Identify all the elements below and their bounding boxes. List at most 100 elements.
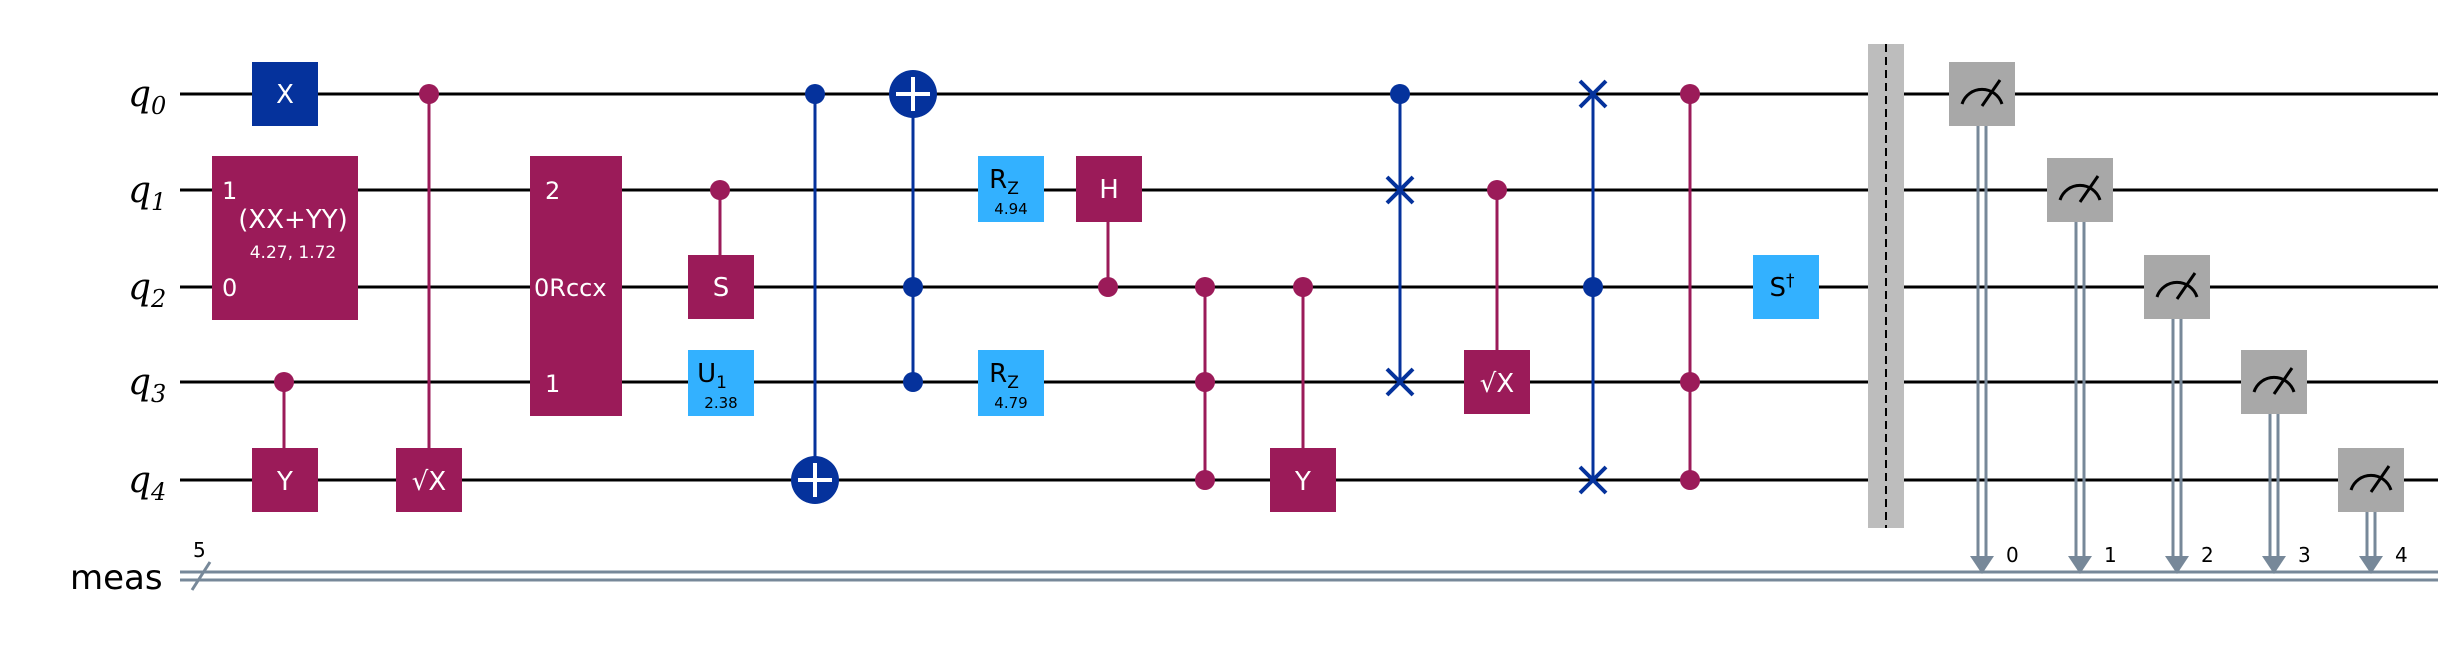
gate-rz-q3: RZ 4.79 (978, 350, 1044, 416)
gate-sx2-box (1464, 350, 1530, 414)
gate-cy-q3-q4: Y (252, 372, 318, 512)
gate-rz-q1-param: 4.94 (994, 200, 1027, 218)
measure-q4: 4 (2338, 448, 2408, 574)
cswap2-x-q4 (1578, 465, 1608, 495)
gate-u1-label: U1 (697, 359, 727, 393)
gate-rz-q3-box (978, 350, 1044, 416)
gate-xxyy-params: 4.27, 1.72 (250, 243, 337, 263)
gate-cx-q0-q4 (791, 84, 839, 504)
gate-sdg-label: S† (1769, 271, 1795, 303)
gate-x-box (252, 62, 318, 126)
gate-xxyy-pin-bottom: 0 (222, 274, 237, 302)
cswap-x-q1 (1385, 175, 1415, 205)
gate-sx-label: √X (412, 467, 446, 497)
label-q4: q4 (128, 460, 166, 506)
barrier (1868, 44, 1904, 528)
cy-control-dot (274, 372, 294, 392)
gate-ccx-q0 (889, 70, 937, 392)
cswap2-x-q0 (1578, 79, 1608, 109)
gate-h-label: H (1099, 175, 1119, 205)
measure-arrowhead (2359, 556, 2383, 574)
measure-q1: 1 (2047, 158, 2117, 574)
cswap2-control-dot (1583, 277, 1603, 297)
gate-sdg-box (1753, 255, 1819, 319)
gate-rccx-label: 0Rccx (534, 274, 607, 302)
ccz-dot-q4 (1195, 470, 1215, 490)
gate-x-q0: X (252, 62, 318, 126)
measure-arrowhead (2165, 556, 2189, 574)
label-q3: q3 (128, 362, 166, 408)
gate-y-box (252, 448, 318, 512)
ccz-dot-q3 (1195, 372, 1215, 392)
gate-rz-q3-label: RZ (989, 359, 1019, 393)
meter-needle (2369, 465, 2391, 493)
gate-csx-q0-q4: √X (396, 84, 462, 512)
gate-cy-q2-q4: Y (1270, 277, 1336, 512)
measure-bit-label: 0 (2006, 543, 2019, 567)
meter-needle (2175, 272, 2197, 300)
meter-needle (1980, 79, 2002, 107)
label-meas: meas (70, 558, 163, 598)
ccz2-dot-q3 (1680, 372, 1700, 392)
ccz2-dot-q0 (1680, 84, 1700, 104)
gate-y-label: Y (276, 467, 293, 497)
classical-wire: 5 (180, 538, 2438, 591)
meter-arc (2155, 280, 2199, 298)
csx2-control-dot (1487, 180, 1507, 200)
measure-arrowhead (2068, 556, 2092, 574)
gate-ccz (1195, 277, 1215, 490)
gate-ccz-2 (1680, 84, 1700, 490)
gate-rccx-box (530, 156, 622, 416)
ccx-control-q2 (903, 277, 923, 297)
measure-bit-label: 4 (2395, 543, 2408, 567)
measure-bit-label: 3 (2298, 543, 2311, 567)
gate-rccx-pin-q1: 2 (545, 177, 560, 205)
measure-box (2338, 448, 2404, 512)
csx-control-dot (419, 84, 439, 104)
label-q0: q0 (128, 74, 166, 120)
gate-s-label: S (713, 273, 730, 303)
gate-cswap-q2 (1578, 79, 1608, 495)
measure-q3: 3 (2241, 350, 2311, 574)
label-q2: q2 (128, 267, 166, 313)
measure-bit-label: 1 (2104, 543, 2117, 567)
gate-rz-q1-label: RZ (989, 165, 1019, 199)
gate-xxyy-label: (XX+YY) (238, 205, 347, 235)
measure-box (1949, 62, 2015, 126)
gate-sx-box (396, 448, 462, 512)
measure-box (2047, 158, 2113, 222)
gate-cswap-q0 (1385, 84, 1415, 397)
gate-rccx-pin-q3: 1 (545, 370, 560, 398)
meter-arc (2349, 473, 2393, 491)
cs-control-dot (710, 180, 730, 200)
measure-box (2144, 255, 2210, 319)
gate-xxyy-box (212, 156, 358, 320)
measure-arrowhead (1970, 556, 1994, 574)
measure-q2: 2 (2144, 255, 2214, 574)
gate-sdg-q2: S† (1753, 255, 1819, 319)
meter-arc (2252, 375, 2296, 393)
gate-h-box (1076, 156, 1142, 222)
gate-u1-box (688, 350, 754, 416)
measure-box (2241, 350, 2307, 414)
register-size: 5 (193, 538, 206, 562)
cswap-x-q3 (1385, 367, 1415, 397)
gate-rz-q3-param: 4.79 (994, 394, 1027, 412)
register-slash (190, 561, 212, 591)
gate-xx-plus-yy: 1 0 (XX+YY) 4.27, 1.72 (212, 156, 358, 320)
cy2-control-dot (1293, 277, 1313, 297)
label-q1: q1 (128, 170, 166, 216)
meter-needle (2272, 367, 2294, 395)
gate-u1-q3: U1 2.38 (688, 350, 754, 416)
cx-control-dot (805, 84, 825, 104)
gate-x-label: X (276, 80, 294, 110)
meter-arc (2058, 183, 2102, 201)
measurements: 0 1 2 3 4 (1949, 62, 2408, 574)
ccz2-dot-q4 (1680, 470, 1700, 490)
measure-arrowhead (2262, 556, 2286, 574)
measure-q0: 0 (1949, 62, 2019, 574)
gate-sx2-label: √X (1480, 369, 1514, 399)
cswap-control-dot (1390, 84, 1410, 104)
